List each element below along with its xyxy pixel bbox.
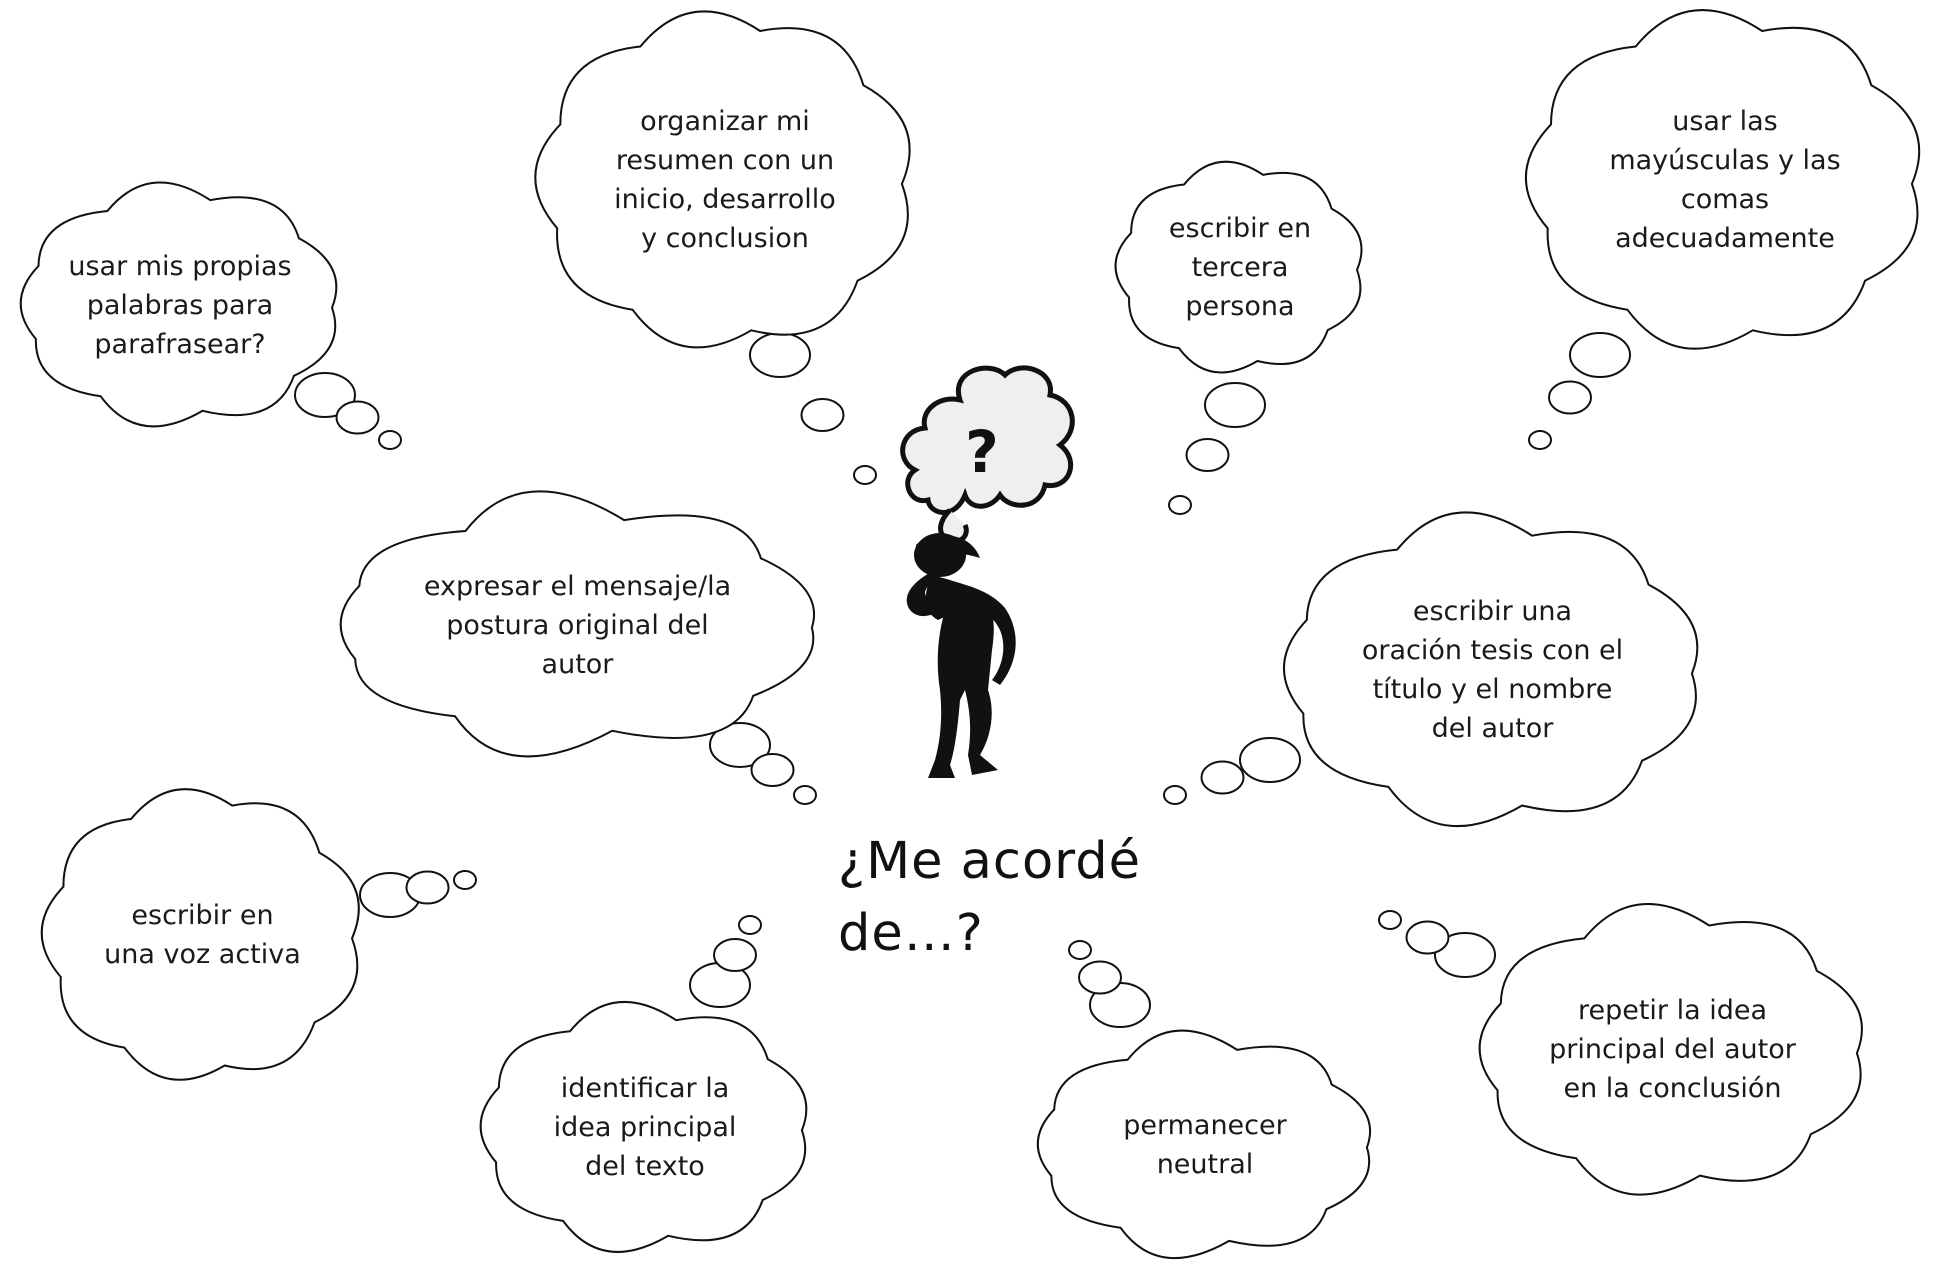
- thought-bubble: [405, 870, 450, 905]
- cloud-text: escribir en tercera persona: [1168, 213, 1312, 322]
- thought-bubble: [1200, 760, 1245, 795]
- diagram-title: ¿Me acordé de…?: [838, 826, 1238, 970]
- thought-bubble: [1405, 920, 1450, 955]
- cloud-parafrasear: usar mis propias palabras para parafrase…: [10, 180, 350, 430]
- thought-bubble: [1089, 982, 1151, 1028]
- thought-bubble: [1528, 430, 1552, 450]
- thought-bubble: [453, 870, 477, 890]
- cloud-neutral: permanecer neutral: [1025, 1029, 1385, 1260]
- cloud-text: escribir una oración tesis con el título…: [1361, 595, 1624, 744]
- thought-cloud-icon: [900, 365, 1075, 515]
- thinking-person-icon: ?: [900, 365, 1075, 778]
- cloud-shape: [339, 490, 816, 758]
- thought-bubble: [1204, 382, 1266, 428]
- cloud-shape: [40, 788, 360, 1081]
- cloud-shape: [534, 10, 911, 349]
- thought-bubble: [750, 753, 795, 787]
- cloud-text: repetir la idea principal del autor en l…: [1549, 995, 1796, 1105]
- cloud-shape: [1036, 1029, 1372, 1260]
- cloud-mayusculas: usar las mayúsculas y las comas adecuada…: [1520, 9, 1930, 350]
- cloud-tesis: escribir una oración tesis con el título…: [1275, 511, 1710, 827]
- thought-bubble: [800, 398, 845, 432]
- cloud-text: escribir en una voz activa: [104, 900, 301, 970]
- cloud-text: expresar el mensaje/la postura original …: [423, 570, 732, 680]
- thought-bubble: [378, 430, 402, 450]
- thought-bubble: [1548, 380, 1592, 415]
- thought-bubble: [853, 465, 877, 485]
- cloud-voz-activa: escribir en una voz activa: [35, 785, 370, 1085]
- cloud-shape: [1478, 903, 1863, 1196]
- thought-bubble: [738, 915, 762, 935]
- cloud-idea-principal: identificar la idea principal del texto: [470, 1000, 820, 1255]
- thought-bubble: [1378, 910, 1402, 930]
- cloud-shape: [1283, 511, 1699, 827]
- cloud-shape: [1114, 160, 1363, 374]
- question-mark: ?: [965, 418, 999, 486]
- cloud-text: permanecer neutral: [1123, 1109, 1287, 1180]
- cloud-text: organizar mi resumen con un inicio, desa…: [614, 105, 836, 254]
- cloud-text: identificar la idea principal del texto: [553, 1072, 737, 1182]
- thought-bubble: [793, 785, 817, 805]
- thought-bubble: [1163, 785, 1187, 805]
- cloud-conclusion: repetir la idea principal del autor en l…: [1470, 903, 1875, 1196]
- cloud-organizar: organizar mi resumen con un inicio, desa…: [530, 10, 920, 350]
- thought-bubble: [1185, 438, 1230, 472]
- title-line-2: de…?: [838, 904, 984, 963]
- cloud-text: usar mis propias palabras para parafrase…: [68, 250, 292, 360]
- cloud-tercera-persona: escribir en tercera persona: [1105, 155, 1375, 380]
- cloud-mensaje: expresar el mensaje/la postura original …: [325, 490, 830, 758]
- cloud-text: usar las mayúsculas y las comas adecuada…: [1609, 105, 1841, 254]
- cloud-shape: [19, 181, 338, 428]
- cloud-shape: [1524, 9, 1921, 350]
- thought-bubble: [1168, 495, 1192, 515]
- cloud-shape: [479, 1001, 808, 1253]
- title-line-1: ¿Me acordé: [838, 832, 1141, 891]
- thought-bubble: [713, 938, 757, 972]
